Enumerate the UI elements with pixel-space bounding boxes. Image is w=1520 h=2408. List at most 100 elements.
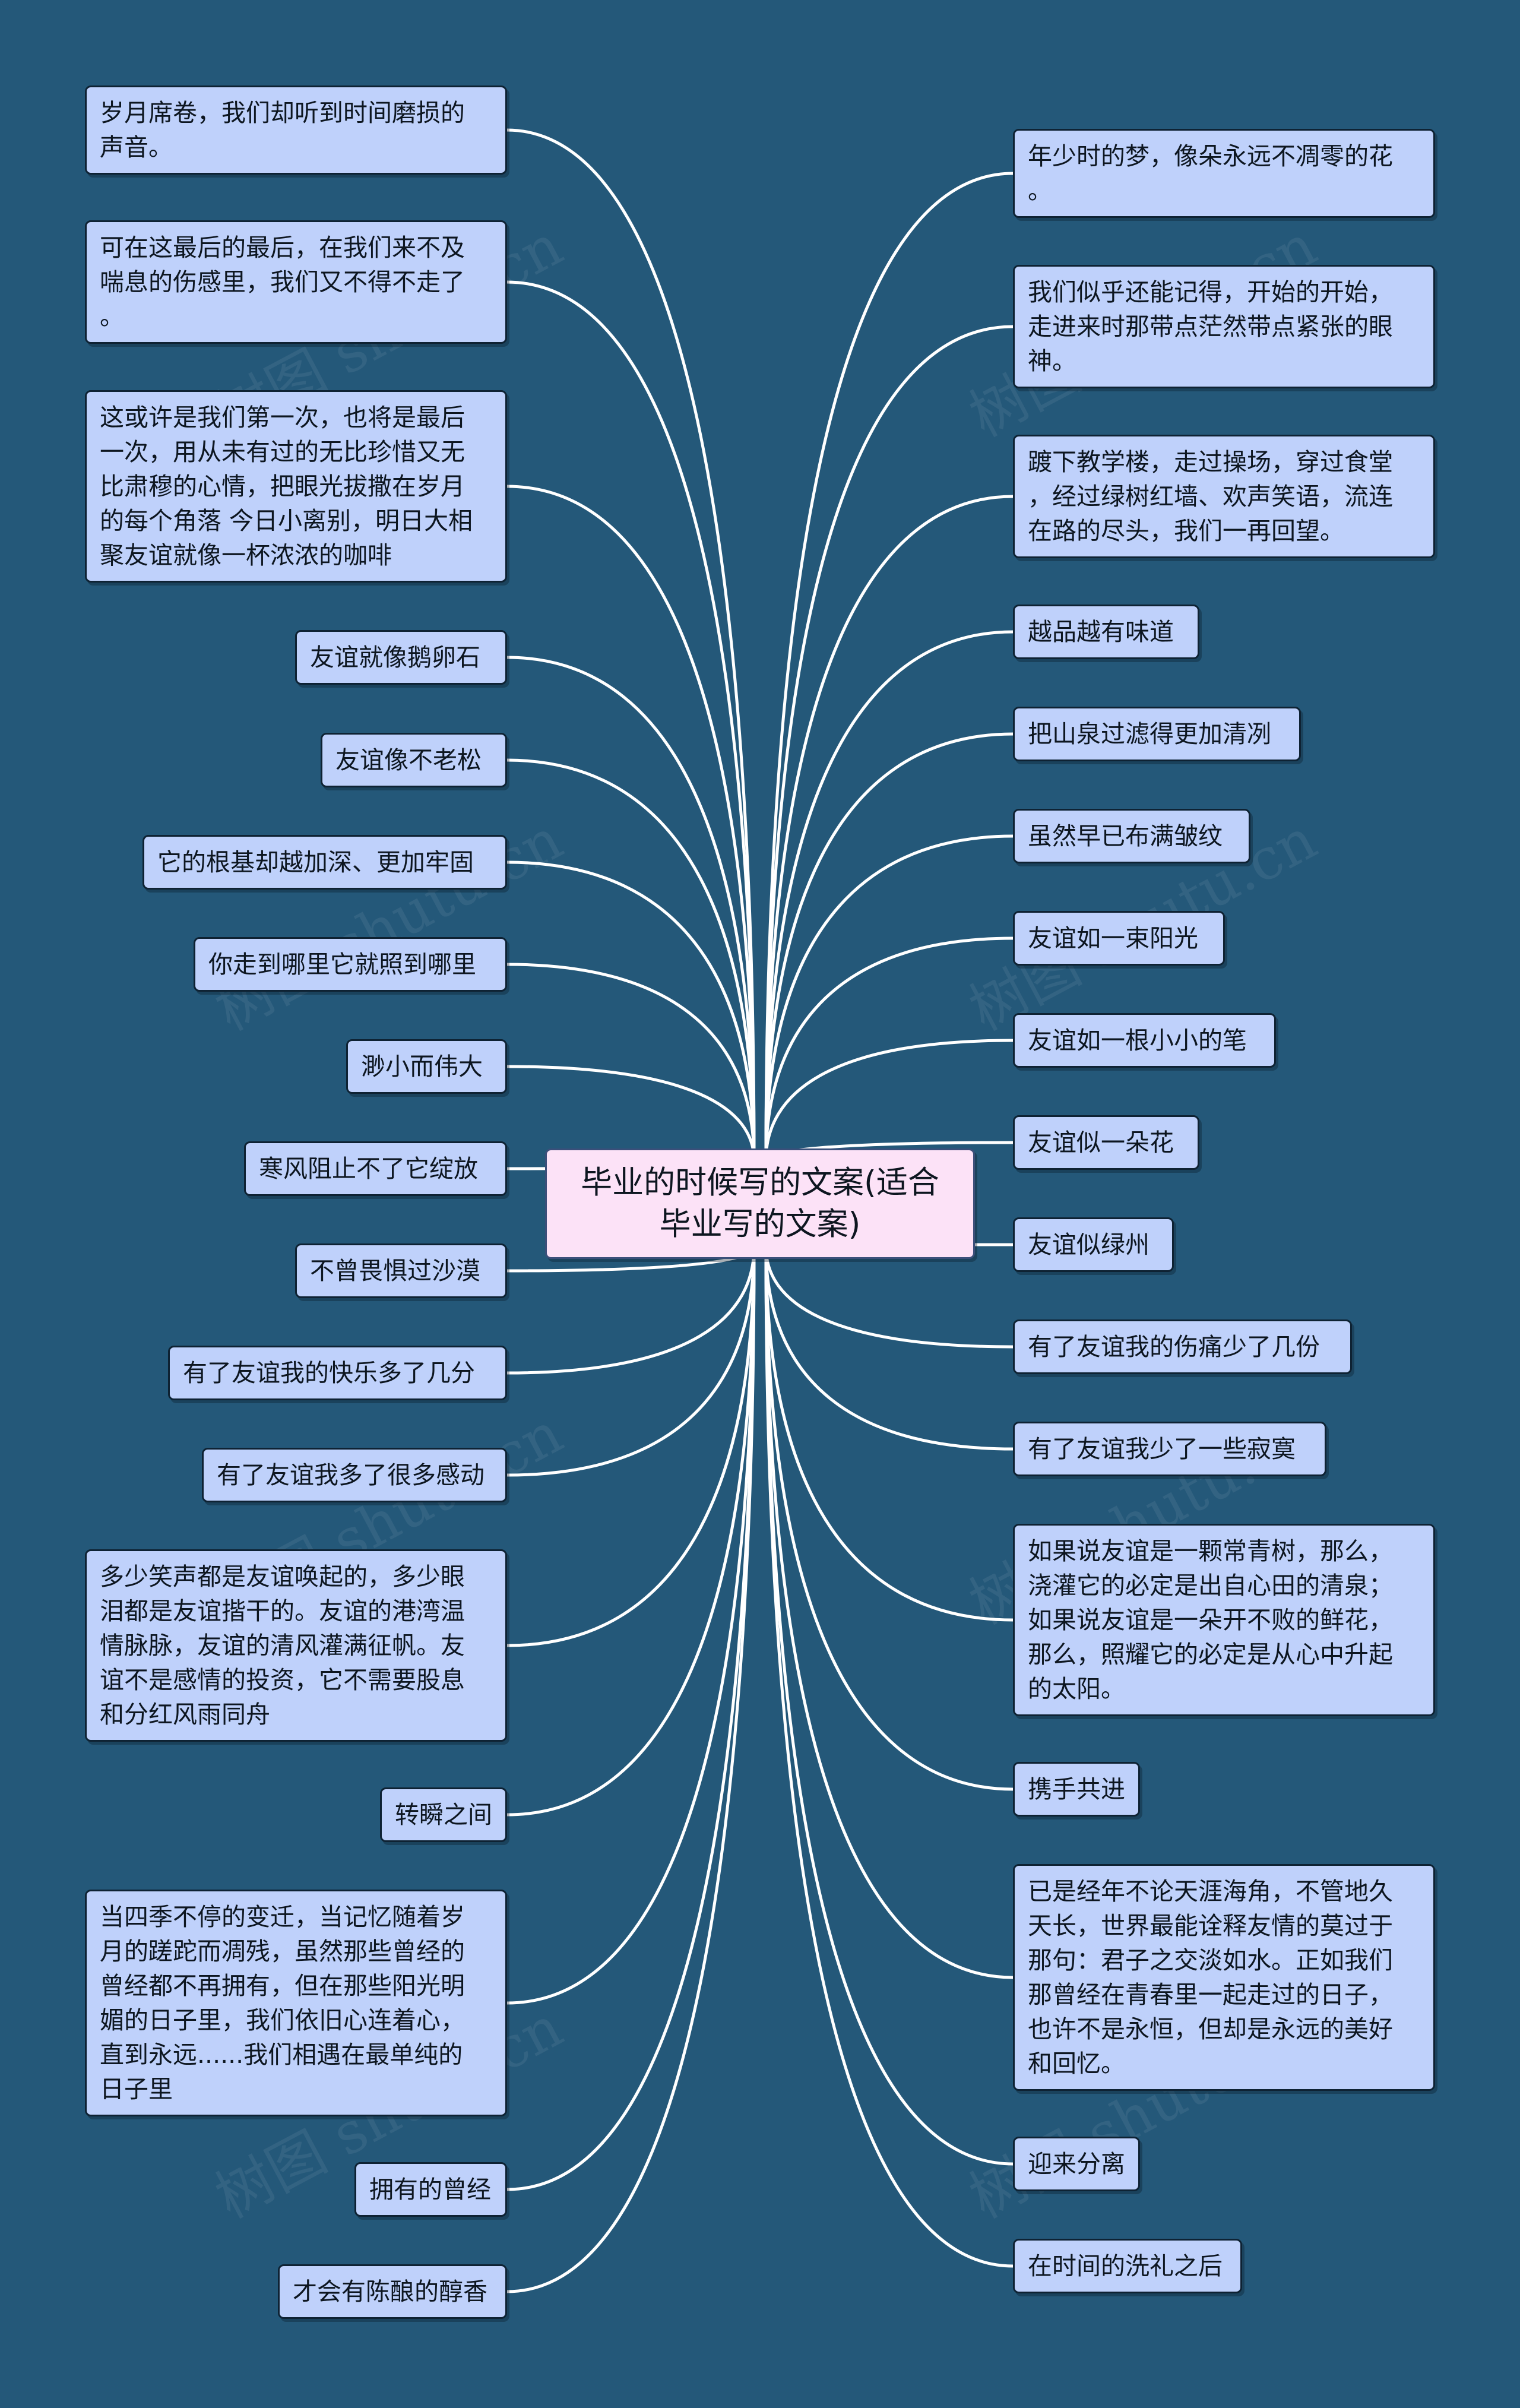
left-connector-1: [506, 280, 756, 1161]
right-connector-13: [764, 1246, 1014, 1791]
node-text-line: 友谊就像鹅卵石: [310, 643, 480, 672]
node-text-line: 也许不是永恒，但却是永远的美好: [1028, 2015, 1393, 2043]
node-text-line: 它的根基却越加深、更加牢固: [157, 848, 474, 877]
left-branch-node[interactable]: 你走到哪里它就照到哪里: [194, 937, 507, 992]
right-branch-node[interactable]: 在时间的洗礼之后: [1013, 2239, 1242, 2293]
right-connector-2: [764, 495, 1014, 1161]
left-branch-node[interactable]: 这或许是我们第一次，也将是最后一次，用从未有过的无比珍惜又无比肃穆的心情，把眼光…: [85, 390, 507, 583]
left-branch-node[interactable]: 不曾畏惧过沙漠: [295, 1243, 507, 1298]
right-branch-node[interactable]: 友谊如一根小小的笔: [1013, 1013, 1276, 1068]
node-text-line: 有了友谊我多了很多感动: [217, 1461, 484, 1489]
left-branch-node[interactable]: 它的根基却越加深、更加牢固: [142, 835, 507, 890]
node-text-line: 在时间的洗礼之后: [1028, 2252, 1223, 2280]
right-branch-node[interactable]: 有了友谊我少了一些寂寞: [1013, 1422, 1326, 1476]
node-text-line: 有了友谊我的伤痛少了几份: [1028, 1333, 1320, 1361]
node-text-line: 虽然早已布满皱纹: [1028, 822, 1223, 850]
node-text-line: 友谊似一朵花: [1028, 1128, 1174, 1157]
left-connector-10: [506, 1246, 756, 1375]
left-branch-node[interactable]: 多少笑声都是友谊唤起的，多少眼泪都是友谊揩干的。友谊的港湾温情脉脉，友谊的清风灌…: [85, 1549, 507, 1742]
central-topic[interactable]: 毕业的时候写的文案(适合 毕业写的文案): [545, 1148, 975, 1259]
node-text-line: 有了友谊我少了一些寂寞: [1028, 1435, 1296, 1463]
central-topic-line: 毕业的时候写的文案(适合: [581, 1165, 939, 1201]
node-text-line: 你走到哪里它就照到哪里: [208, 950, 476, 979]
left-branch-node[interactable]: 当四季不停的变迁，当记忆随着岁月的蹉跎而凋残，虽然那些曾经的曾经都不再拥有，但在…: [85, 1890, 507, 2116]
node-text-line: 渺小而伟大: [361, 1052, 483, 1081]
left-branch-node[interactable]: 有了友谊我多了很多感动: [202, 1448, 507, 1502]
right-branch-node[interactable]: 年少时的梦，像朵永远不凋零的花。: [1013, 129, 1435, 218]
left-branch-node[interactable]: 拥有的曾经: [354, 2162, 507, 2217]
node-text-line: 直到永远......我们相遇在最单纯的: [100, 2040, 463, 2069]
right-connector-14: [764, 1246, 1014, 1979]
left-connector-3: [506, 656, 756, 1161]
node-text-line: 越品越有味道: [1028, 618, 1174, 646]
node-text-line: 如果说友谊是一颗常青树，那么，: [1028, 1537, 1393, 1565]
right-connector-0: [764, 172, 1014, 1161]
right-branch-node[interactable]: 把山泉过滤得更加清冽: [1013, 707, 1301, 761]
left-branch-node[interactable]: 寒风阻止不了它绽放: [244, 1141, 507, 1196]
node-text-line: 天长，世界最能诠释友情的莫过于: [1028, 1912, 1393, 1940]
right-branch-node[interactable]: 越品越有味道: [1013, 605, 1199, 659]
node-text-line: 踱下教学楼，走过操场，穿过食堂: [1028, 448, 1393, 476]
right-branch-node[interactable]: 虽然早已布满皱纹: [1013, 809, 1250, 863]
left-branch-node[interactable]: 渺小而伟大: [346, 1039, 507, 1094]
left-connector-4: [506, 758, 756, 1161]
right-connector-6: [764, 936, 1014, 1161]
node-text-line: 声音。: [100, 133, 173, 162]
left-branch-node[interactable]: 友谊就像鹅卵石: [295, 630, 507, 685]
node-text-line: 媚的日子里，我们依旧心连着心，: [100, 2006, 465, 2034]
right-connector-3: [764, 630, 1014, 1161]
node-text-line: 把山泉过滤得更加清冽: [1028, 720, 1271, 748]
right-connector-11: [764, 1246, 1014, 1451]
right-branch-node[interactable]: 友谊如一束阳光: [1013, 911, 1225, 966]
node-text-line: 才会有陈酿的醇香: [293, 2277, 487, 2306]
node-text-line: 。: [1028, 176, 1052, 205]
node-text-line: 不曾畏惧过沙漠: [310, 1257, 480, 1285]
right-connector-5: [764, 834, 1014, 1161]
left-branch-node[interactable]: 转瞬之间: [380, 1787, 507, 1842]
node-text-line: 曾经都不再拥有，但在那些阳光明: [100, 1972, 465, 2000]
node-text-line: 在路的尽头，我们一再回望。: [1028, 517, 1344, 545]
left-connector-16: [506, 1246, 756, 2293]
node-text-line: 这或许是我们第一次，也将是最后: [100, 403, 465, 432]
right-branch-node[interactable]: 友谊似绿州: [1013, 1217, 1174, 1272]
node-text-line: 的每个角落 今日小离别，明日大相: [100, 507, 473, 535]
left-branch-node[interactable]: 可在这最后的最后，在我们来不及喘息的伤感里，我们又不得不走了。: [85, 220, 507, 344]
node-text-line: 有了友谊我的快乐多了几分: [183, 1359, 475, 1387]
left-branch-node[interactable]: 才会有陈酿的醇香: [278, 2264, 507, 2319]
right-connector-10: [764, 1246, 1014, 1349]
node-text-line: 多少笑声都是友谊唤起的，多少眼: [100, 1562, 465, 1591]
node-text-line: ，经过绿树红墙、欢声笑语，流连: [1028, 482, 1393, 511]
node-text-line: 友谊如一束阳光: [1028, 924, 1198, 953]
left-branch-node[interactable]: 友谊像不老松: [321, 733, 507, 787]
right-branch-node[interactable]: 有了友谊我的伤痛少了几份: [1013, 1320, 1352, 1374]
node-text-line: 当四季不停的变迁，当记忆随着岁: [100, 1903, 465, 1931]
left-connector-6: [506, 963, 756, 1161]
node-text-line: 那句：君子之交淡如水。正如我们: [1028, 1946, 1393, 1975]
left-connector-5: [506, 860, 756, 1161]
left-branch-node[interactable]: 岁月席卷，我们却听到时间磨损的声音。: [85, 86, 507, 175]
right-branch-node[interactable]: 友谊似一朵花: [1013, 1115, 1199, 1170]
node-text-line: 我们似乎还能记得，开始的开始，: [1028, 278, 1393, 306]
node-text-line: 友谊像不老松: [335, 746, 482, 774]
node-text-line: 。: [100, 302, 124, 331]
right-branch-node[interactable]: 踱下教学楼，走过操场，穿过食堂 ，经过绿树红墙、欢声笑语，流连在路的尽头，我们一再…: [1013, 435, 1435, 558]
left-connector-12: [506, 1246, 756, 1647]
right-branch-node[interactable]: 如果说友谊是一颗常青树，那么，浇灌它的必定是出自心田的清泉；如果说友谊是一朵开不…: [1013, 1524, 1435, 1716]
node-text-line: 走进来时那带点茫然带点紧张的眼: [1028, 312, 1393, 341]
node-text-line: 情脉脉，友谊的清风灌满征帆。友: [100, 1631, 465, 1660]
left-branch-node[interactable]: 有了友谊我的快乐多了几分: [168, 1346, 507, 1400]
node-text-line: 比肃穆的心情，把眼光拔撒在岁月: [100, 472, 465, 501]
right-branch-node[interactable]: 已是经年不论天涯海角，不管地久天长，世界最能诠释友情的莫过于那句：君子之交淡如水…: [1013, 1864, 1435, 2091]
node-text-line: 和分红风雨同舟: [100, 1700, 270, 1729]
right-connector-12: [764, 1246, 1014, 1622]
right-branch-node[interactable]: 迎来分离: [1013, 2137, 1140, 2191]
right-branch-node[interactable]: 携手共进: [1013, 1762, 1140, 1817]
left-connector-11: [506, 1246, 756, 1477]
right-branch-node[interactable]: 我们似乎还能记得，开始的开始，走进来时那带点茫然带点紧张的眼神。: [1013, 265, 1435, 388]
node-text-line: 喘息的伤感里，我们又不得不走了: [100, 268, 465, 296]
right-connector-16: [764, 1246, 1014, 2268]
node-text-line: 迎来分离: [1028, 2150, 1125, 2178]
node-text-line: 泪都是友谊揩干的。友谊的港湾温: [100, 1597, 465, 1625]
